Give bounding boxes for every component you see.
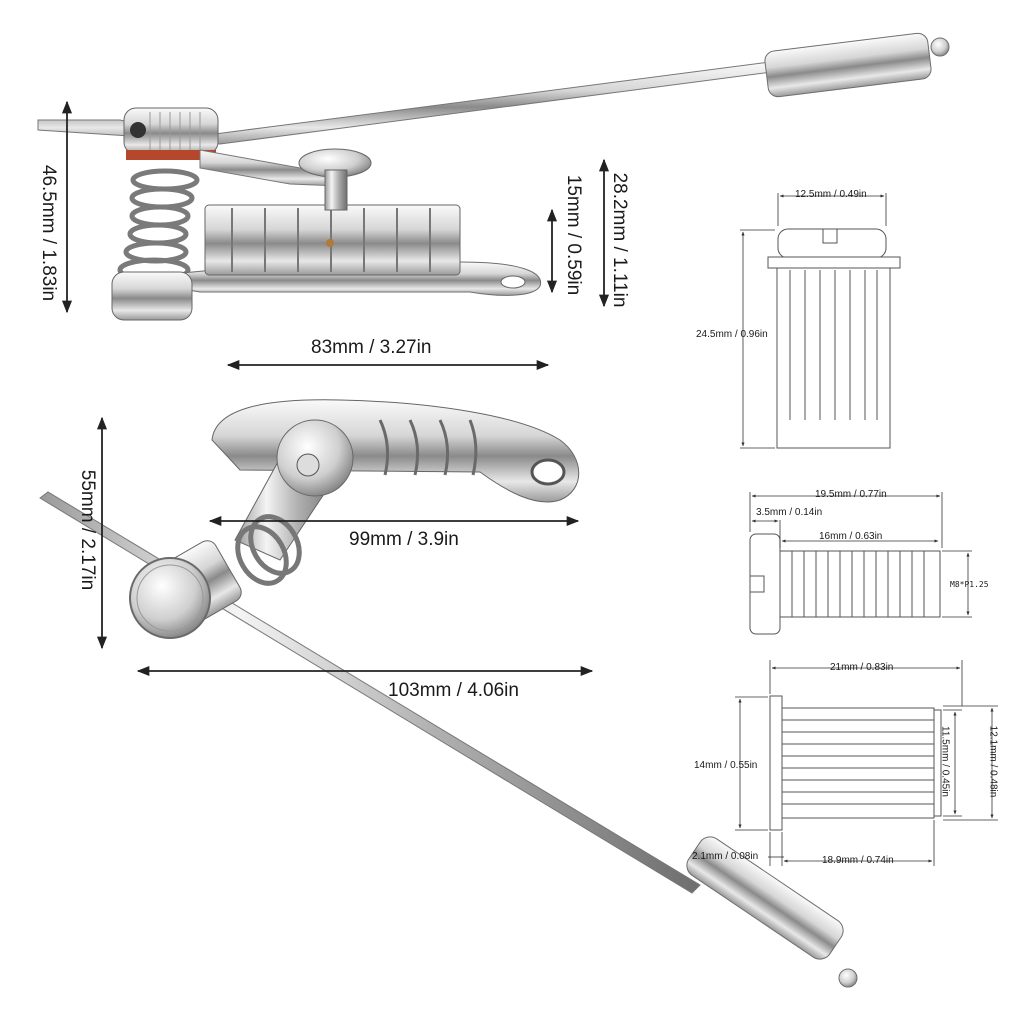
bolt-head-length-label: 3.5mm / 0.14in [756, 507, 823, 518]
top-spring [117, 168, 200, 283]
top-arm-tip-ball [930, 37, 950, 57]
sleeve-flange [769, 695, 783, 831]
sleeve-outer-diameter-label: 12.1mm / 0.48in [987, 725, 999, 798]
bottom-length-label: 103mm / 4.06in [388, 680, 519, 701]
screw-dim-lines [740, 193, 887, 449]
bottom-end-cap [129, 557, 211, 639]
bolt-thread [779, 550, 941, 618]
bolt-thread-length-label: 16mm / 0.63in [819, 531, 883, 542]
sleeve-drawing [769, 695, 942, 831]
top-bridge-height-label: 15mm / 0.59in [563, 174, 584, 296]
sleeve-body [781, 707, 935, 819]
sleeve-outer-height-label: 14mm / 0.55in [694, 760, 758, 771]
bottom-height-label: 55mm / 2.17in [77, 469, 98, 591]
top-red-washer [126, 150, 216, 160]
top-total-height-label: 28.2mm / 1.11in [609, 172, 630, 308]
bolt-thread-spec-label: M8*P1.25 [950, 580, 989, 589]
screw-height-label: 24.5mm / 0.96in [696, 329, 768, 340]
top-plate-hole [500, 275, 526, 289]
top-length-label: 83mm / 3.27in [311, 337, 432, 358]
sleeve-end-cap [933, 709, 942, 817]
bolt-total-length-label: 19.5mm / 0.77in [815, 489, 887, 500]
bottom-tremolo-assembly [39, 399, 858, 988]
sleeve-dim-lines [735, 660, 998, 866]
top-arm-tip-sleeve [764, 32, 932, 98]
top-height-label: 46.5mm / 1.83in [38, 164, 59, 302]
sleeve-body-length-label: 18.9mm / 0.74in [822, 855, 894, 866]
bottom-arm-tip-sleeve [686, 836, 844, 960]
bottom-plate-hole [530, 458, 566, 486]
screw-body [776, 267, 891, 449]
bottom-arm-tip-ball [838, 968, 858, 988]
top-dimension-arrows [61, 100, 610, 371]
sleeve-flange-width-label: 2.1mm / 0.08in [692, 851, 759, 862]
top-spring-nut [111, 271, 193, 321]
screw-head-width-label: 12.5mm / 0.49in [795, 189, 867, 200]
screw-flange [767, 256, 901, 269]
screw-drawing [767, 228, 901, 449]
sleeve-total-length-label: 21mm / 0.83in [830, 662, 894, 673]
bolt-head-slot [749, 575, 765, 593]
screw-slot [822, 228, 838, 244]
bottom-width-label: 99mm / 3.9in [349, 529, 459, 550]
bottom-dimension-arrows [96, 416, 594, 677]
bolt-drawing [749, 533, 941, 635]
sleeve-inner-diameter-label: 11.5mm / 0.45in [939, 726, 951, 797]
top-tremolo-assembly [37, 32, 950, 321]
bolt-dim-lines [749, 492, 972, 618]
top-set-screw-hole [130, 122, 146, 138]
bottom-tremolo-arm [39, 491, 701, 894]
